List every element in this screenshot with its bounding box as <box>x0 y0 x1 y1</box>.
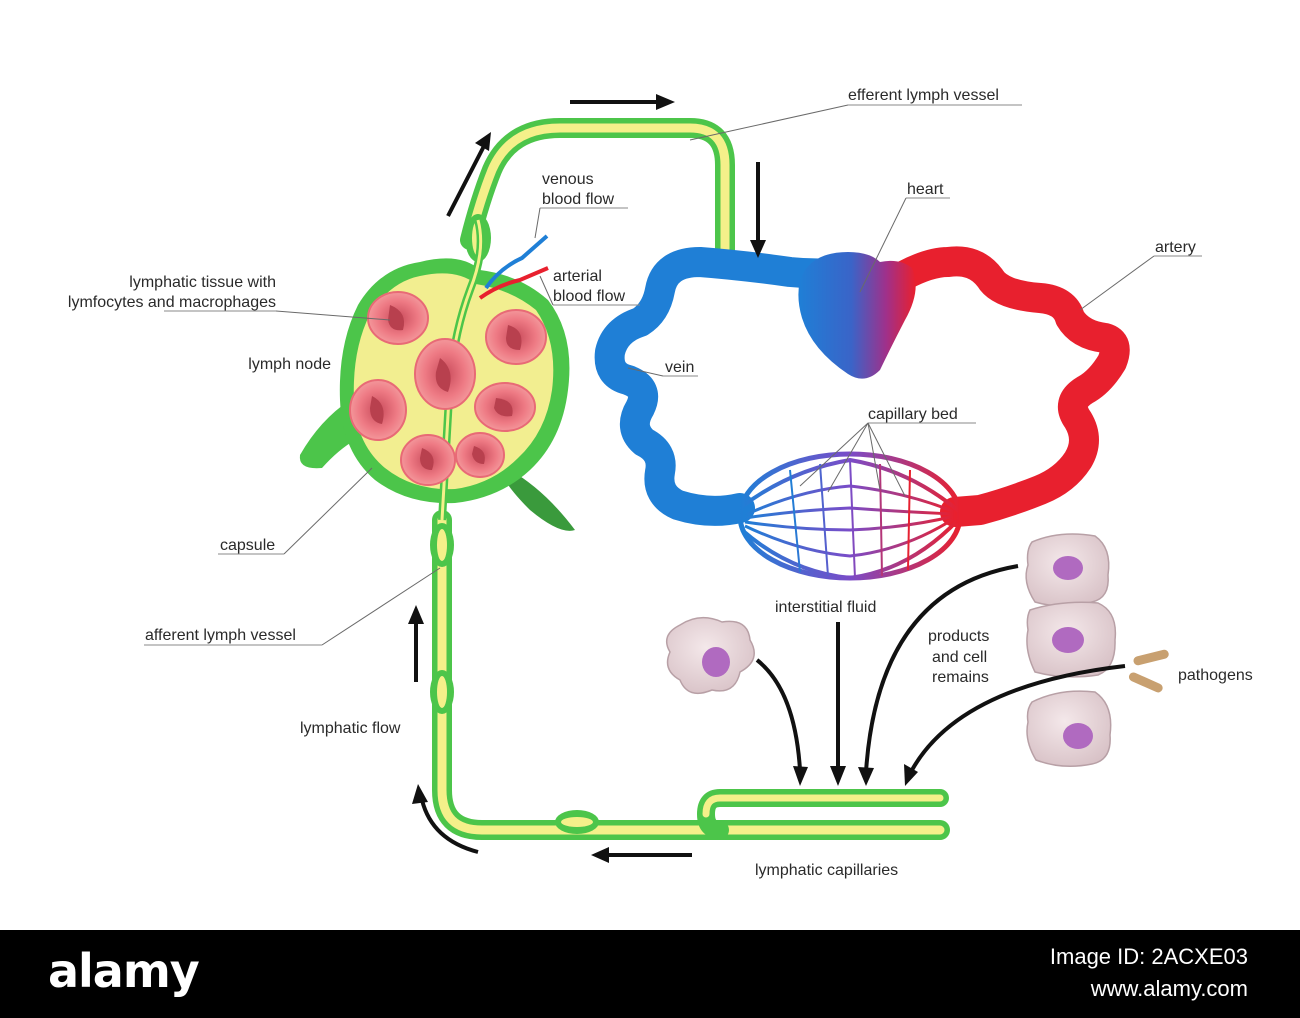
label-efferent-lymph-vessel: efferent lymph vessel <box>848 87 999 104</box>
leader-lines <box>144 104 1202 646</box>
stock-footer-bar: alamy Image ID: 2ACXE03 www.alamy.com <box>0 930 1300 1018</box>
label-afferent-lymph-vessel: afferent lymph vessel <box>145 627 296 644</box>
blood-circulation <box>594 246 1130 581</box>
venous-blood-vessel <box>484 234 549 290</box>
label-venous-blood-flow-2: blood flow <box>542 191 614 208</box>
label-capillary-bed: capillary bed <box>868 406 958 423</box>
lymph-vessel-network <box>430 118 950 840</box>
macrophage-cell <box>665 616 755 695</box>
label-lymphatic-tissue-2: lymfocytes and macrophages <box>68 294 276 311</box>
pathogen-bacteria <box>1128 649 1169 693</box>
label-products-1: products <box>928 628 989 645</box>
lymphatic-system-diagram: efferent lymph vessel venous blood flow … <box>68 87 1253 879</box>
label-products-3: remains <box>932 669 989 686</box>
label-lymphatic-flow: lymphatic flow <box>300 720 401 737</box>
alamy-logo: alamy <box>48 944 200 998</box>
label-lymphatic-capillaries: lymphatic capillaries <box>755 862 898 879</box>
capillary-bed <box>737 451 963 581</box>
label-lymph-node: lymph node <box>248 356 331 373</box>
label-interstitial-fluid: interstitial fluid <box>775 599 876 616</box>
heart <box>798 252 916 379</box>
tissue-cells <box>665 533 1169 767</box>
image-id: Image ID: 2ACXE03 <box>1049 944 1248 969</box>
label-lymphatic-tissue-1: lymphatic tissue with <box>129 274 276 291</box>
flow-arrows <box>408 94 1126 863</box>
artery <box>890 246 1130 527</box>
label-products-2: and cell <box>932 649 987 666</box>
label-pathogens: pathogens <box>1178 667 1253 684</box>
label-arterial-blood-flow-2: blood flow <box>553 288 625 305</box>
label-vein: vein <box>665 359 694 376</box>
epithelial-cell-1 <box>1025 533 1110 607</box>
site-url: www.alamy.com <box>1090 976 1248 1001</box>
label-arterial-blood-flow-1: arterial <box>553 268 602 285</box>
label-artery: artery <box>1155 239 1196 256</box>
lymph-node <box>299 218 575 531</box>
arterial-blood-vessel <box>478 266 549 300</box>
epithelial-cell-2 <box>1026 601 1117 678</box>
labels: efferent lymph vessel venous blood flow … <box>68 87 1253 879</box>
vein <box>594 247 863 526</box>
epithelial-cell-3 <box>1026 690 1112 767</box>
label-capsule: capsule <box>220 537 275 554</box>
label-venous-blood-flow-1: venous <box>542 171 594 188</box>
label-heart: heart <box>907 181 944 198</box>
